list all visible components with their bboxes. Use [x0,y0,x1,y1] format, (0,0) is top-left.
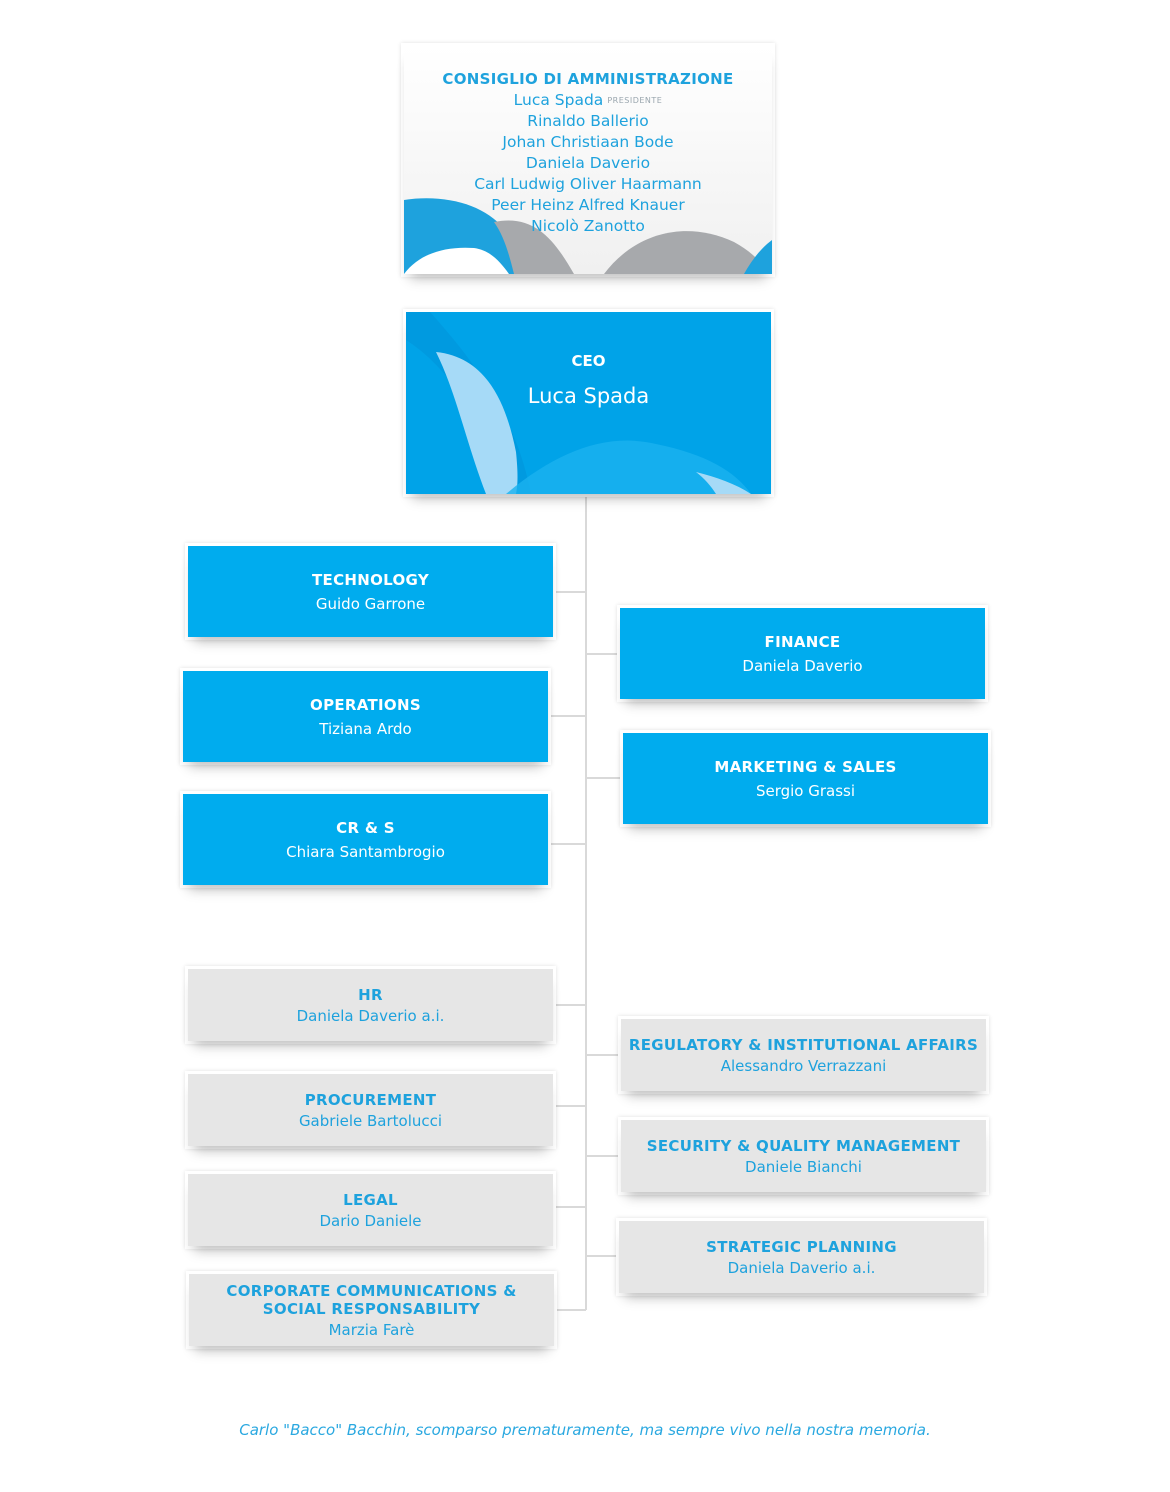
dept-corporate-communications: CORPORATE COMMUNICATIONS & SOCIAL RESPON… [189,1274,554,1346]
dept-head: Daniele Bianchi [745,1157,862,1176]
dept-head: Sergio Grassi [755,781,856,800]
memorial-footer-text: Carlo "Bacco" Bacchin, scomparso prematu… [239,1421,931,1439]
dept-marketing-sales: MARKETING & SALES Sergio Grassi [623,733,988,824]
board-member: Peer Heinz Alfred Knauer [491,196,685,214]
dept-title: LEGAL [343,1190,398,1209]
board-member: Carl Ludwig Oliver Haarmann [474,175,702,193]
wave-decoration [406,312,751,494]
dept-head: Guido Garrone [315,594,426,613]
dept-title: REGULATORY & INSTITUTIONAL AFFAIRS [628,1035,979,1054]
ceo-card: CEO Luca Spada [406,312,771,494]
dept-technology: TECHNOLOGY Guido Garrone [188,546,553,637]
dept-regulatory: REGULATORY & INSTITUTIONAL AFFAIRS Aless… [621,1019,986,1091]
member-role: PRESIDENTE [607,96,663,105]
dept-title-line1: CORPORATE COMMUNICATIONS & [226,1281,517,1300]
board-member: Nicolò Zanotto [531,217,645,235]
dept-procurement: PROCUREMENT Gabriele Bartolucci [188,1074,553,1146]
dept-head: Daniela Daverio [742,656,863,675]
dept-head: Dario Daniele [319,1211,422,1230]
dept-crs: CR & S Chiara Santambrogio [183,794,548,885]
board-member: Johan Christiaan Bode [502,133,674,151]
dept-title: CR & S [336,818,395,837]
dept-title: SECURITY & QUALITY MANAGEMENT [646,1136,961,1155]
dept-title: MARKETING & SALES [714,757,897,776]
dept-security-quality: SECURITY & QUALITY MANAGEMENT Daniele Bi… [621,1120,986,1192]
dept-head: Alessandro Verrazzani [720,1056,887,1075]
dept-title: TECHNOLOGY [312,570,429,589]
dept-title: PROCUREMENT [304,1090,437,1109]
member-name: Luca Spada [513,91,604,109]
dept-operations: OPERATIONS Tiziana Ardo [183,671,548,762]
ceo-title: CEO [571,352,606,370]
dept-title: HR [358,985,383,1004]
dept-head: Chiara Santambrogio [286,842,445,861]
board-title: CONSIGLIO DI AMMINISTRAZIONE [442,70,734,88]
dept-head: Gabriele Bartolucci [298,1111,443,1130]
dept-title: STRATEGIC PLANNING [706,1237,897,1256]
dept-head: Daniela Daverio a.i. [727,1258,876,1277]
ceo-name: Luca Spada [527,384,650,408]
board-member: Daniela Daverio [525,154,651,172]
dept-title: OPERATIONS [310,695,421,714]
dept-title-line2: SOCIAL RESPONSABILITY [262,1299,481,1318]
dept-head: Daniela Daverio a.i. [296,1006,445,1025]
dept-head: Tiziana Ardo [319,719,412,738]
dept-legal: LEGAL Dario Daniele [188,1174,553,1246]
dept-strategic-planning: STRATEGIC PLANNING Daniela Daverio a.i. [619,1221,984,1293]
dept-finance: FINANCE Daniela Daverio [620,608,985,699]
board-member: Rinaldo Ballerio [527,112,649,130]
dept-head: Marzia Farè [328,1320,415,1339]
wave-decoration [404,198,772,274]
dept-title: FINANCE [764,632,841,651]
dept-hr: HR Daniela Daverio a.i. [188,969,553,1041]
